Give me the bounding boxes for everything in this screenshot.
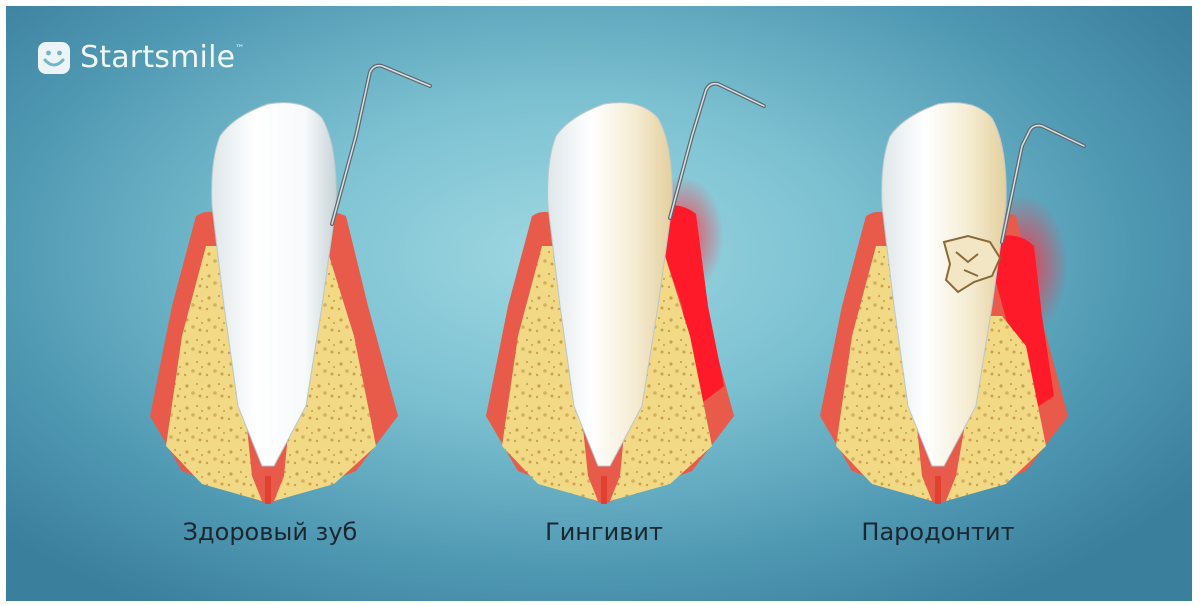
teeth-diagram: [6, 6, 1192, 601]
gingivitis-tooth: [486, 84, 764, 504]
illustration-canvas: Startsmile™: [6, 6, 1192, 601]
caption-healthy-tooth: Здоровый зуб: [120, 518, 420, 546]
healthy-tooth: [150, 66, 430, 504]
dental-probe: [332, 66, 430, 224]
periodontitis-tooth: [820, 103, 1084, 504]
caption-gingivitis: Гингивит: [454, 518, 754, 546]
caption-periodontitis: Пародонтит: [788, 518, 1088, 546]
